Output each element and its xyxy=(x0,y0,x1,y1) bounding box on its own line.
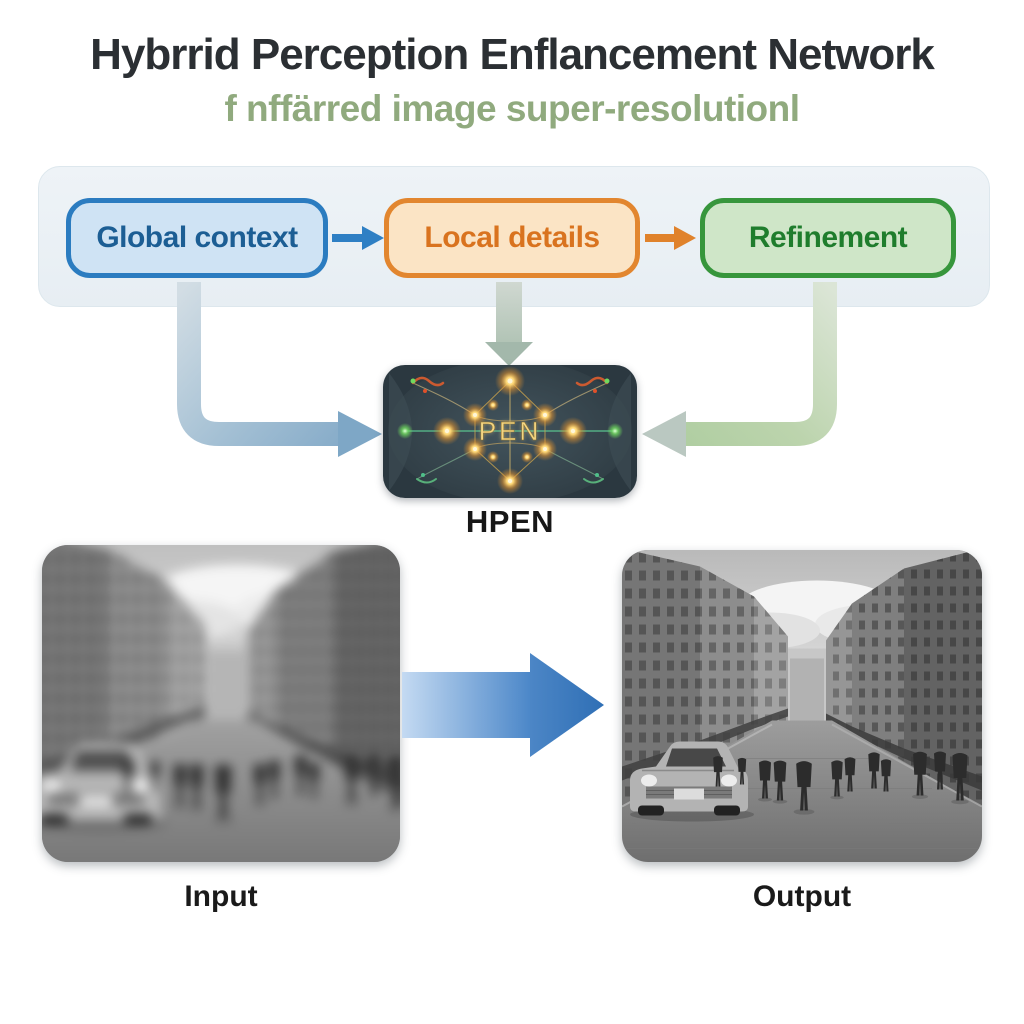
hpen-network-graphic: PEN PEN xyxy=(383,365,637,498)
connector-arrow-orange-icon xyxy=(645,226,696,250)
stage-global-context-label: Global context xyxy=(96,221,298,254)
stage-local-details-label: Local details xyxy=(424,221,600,254)
page-title: Hybrrid Perception Enflancement Network xyxy=(90,30,935,79)
input-image xyxy=(42,545,400,862)
hpen-overlay-glow-text: PEN xyxy=(479,416,541,446)
output-image xyxy=(622,550,982,862)
hpen-module-image: PEN PEN xyxy=(383,365,637,498)
stage-refinement: Refinement xyxy=(700,198,956,278)
stage-local-details: Local details xyxy=(384,198,640,278)
connector-arrow-blue-icon xyxy=(332,226,384,250)
transform-arrow-icon xyxy=(402,653,604,757)
stage-refinement-label: Refinement xyxy=(748,221,908,254)
flow-arrow-left-icon xyxy=(177,282,382,457)
input-street-scene-graphic xyxy=(42,545,400,862)
flow-arrow-right-icon xyxy=(642,282,837,457)
page-subtitle: f nffärred image super-resolutionl xyxy=(224,88,800,129)
flow-arrow-middle-icon xyxy=(485,282,533,366)
output-street-scene-graphic xyxy=(622,550,982,862)
flow-arrows-layer xyxy=(177,226,837,457)
input-label: Input xyxy=(184,880,258,913)
hpen-overlay-text: PEN xyxy=(479,416,541,446)
hpen-label: HPEN xyxy=(465,504,555,539)
stage-global-context: Global context xyxy=(66,198,328,278)
output-label: Output xyxy=(752,880,852,913)
